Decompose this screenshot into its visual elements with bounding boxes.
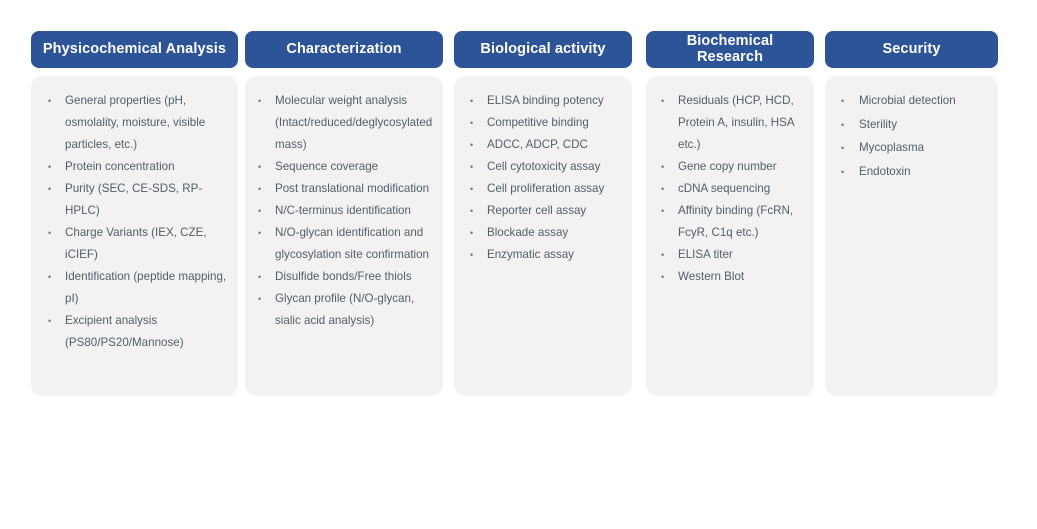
column-body-security: Microbial detectionSterilityMycoplasmaEn… [825, 76, 998, 396]
list-item: cDNA sequencing [659, 178, 806, 200]
column-header-biological-activity[interactable]: Biological activity [454, 31, 632, 68]
list-item: Enzymatic assay [468, 244, 624, 266]
list-item: Protein concentration [46, 156, 230, 178]
list-item: Mycoplasma [839, 137, 990, 159]
category-column-biological-activity: Biological activityELISA binding potency… [454, 31, 632, 396]
category-board: Physicochemical AnalysisGeneral properti… [31, 31, 998, 396]
category-column-characterization: CharacterizationMolecular weight analysi… [245, 31, 443, 396]
list-item: Endotoxin [839, 161, 990, 183]
list-item: Gene copy number [659, 156, 806, 178]
list-item: N/C-terminus identification [256, 200, 435, 222]
list-item: Blockade assay [468, 222, 624, 244]
list-item: Glycan profile (N/O-glycan, sialic acid … [256, 288, 435, 332]
category-column-biochemical-research: Biochemical ResearchResiduals (HCP, HCD,… [646, 31, 814, 396]
list-item: Post translational modification [256, 178, 435, 200]
item-list-biochemical-research: Residuals (HCP, HCD, Protein A, insulin,… [659, 90, 806, 288]
list-item: Competitive binding [468, 112, 624, 134]
list-item: Residuals (HCP, HCD, Protein A, insulin,… [659, 90, 806, 156]
list-item: Sequence coverage [256, 156, 435, 178]
list-item: Identification (peptide mapping, pI) [46, 266, 230, 310]
column-body-biological-activity: ELISA binding potencyCompetitive binding… [454, 76, 632, 396]
item-list-security: Microbial detectionSterilityMycoplasmaEn… [839, 90, 990, 183]
list-item: Sterility [839, 114, 990, 136]
list-item: ELISA binding potency [468, 90, 624, 112]
list-item: Disulfide bonds/Free thiols [256, 266, 435, 288]
list-item: Reporter cell assay [468, 200, 624, 222]
list-item: Microbial detection [839, 90, 990, 112]
item-list-characterization: Molecular weight analysis (Intact/reduce… [256, 90, 435, 332]
list-item: Purity (SEC, CE-SDS, RP-HPLC) [46, 178, 230, 222]
item-list-biological-activity: ELISA binding potencyCompetitive binding… [468, 90, 624, 266]
column-body-biochemical-research: Residuals (HCP, HCD, Protein A, insulin,… [646, 76, 814, 396]
list-item: N/O-glycan identification and glycosylat… [256, 222, 435, 266]
list-item: ADCC, ADCP, CDC [468, 134, 624, 156]
category-column-physicochemical-analysis: Physicochemical AnalysisGeneral properti… [31, 31, 238, 396]
list-item: General properties (pH, osmolality, mois… [46, 90, 230, 156]
column-header-characterization[interactable]: Characterization [245, 31, 443, 68]
column-body-physicochemical-analysis: General properties (pH, osmolality, mois… [31, 76, 238, 396]
item-list-physicochemical-analysis: General properties (pH, osmolality, mois… [46, 90, 230, 354]
list-item: Excipient analysis (PS80/PS20/Mannose) [46, 310, 230, 354]
category-column-security: SecurityMicrobial detectionSterilityMyco… [825, 31, 998, 396]
list-item: Molecular weight analysis (Intact/reduce… [256, 90, 435, 156]
list-item: ELISA titer [659, 244, 806, 266]
list-item: Cell cytotoxicity assay [468, 156, 624, 178]
column-body-characterization: Molecular weight analysis (Intact/reduce… [245, 76, 443, 396]
list-item: Western Blot [659, 266, 806, 288]
column-header-biochemical-research[interactable]: Biochemical Research [646, 31, 814, 68]
column-header-security[interactable]: Security [825, 31, 998, 68]
list-item: Charge Variants (IEX, CZE, iCIEF) [46, 222, 230, 266]
list-item: Affinity binding (FcRN, FcyR, C1q etc.) [659, 200, 806, 244]
list-item: Cell proliferation assay [468, 178, 624, 200]
column-header-physicochemical-analysis[interactable]: Physicochemical Analysis [31, 31, 238, 68]
